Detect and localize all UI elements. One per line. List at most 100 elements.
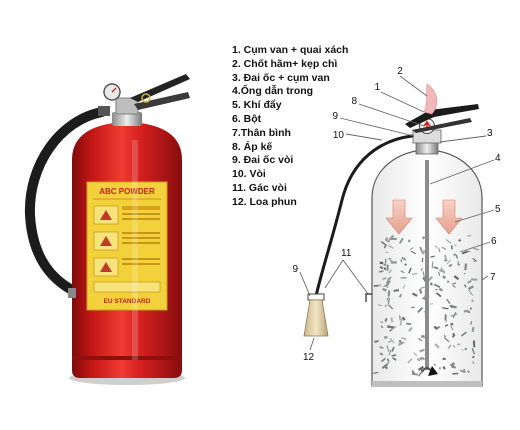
powder-particle [466, 370, 471, 374]
powder-particle [373, 284, 379, 287]
powder-particle [472, 257, 477, 262]
powder-particle [408, 267, 412, 274]
powder-particle [382, 276, 387, 281]
label-standard: EU STANDARD [104, 298, 151, 305]
powder-particle [472, 340, 476, 348]
powder-particle [438, 287, 443, 292]
extinguisher-photo: ABC POWDER EU STANDARD [24, 74, 190, 385]
powder-particle [380, 321, 384, 324]
powder-particle [384, 318, 388, 322]
powder-particle [457, 263, 461, 266]
callout-1: 1 [374, 82, 380, 93]
powder-particle [378, 283, 382, 287]
powder-particle [463, 309, 469, 313]
powder-particle [447, 344, 452, 349]
powder-particle [450, 325, 454, 331]
powder-particle [457, 260, 460, 265]
powder-particle [452, 285, 456, 288]
powder-particle [385, 285, 389, 288]
powder-particle [421, 335, 425, 338]
powder-particle [434, 343, 440, 349]
powder-particle [472, 361, 475, 365]
powder-particle [386, 325, 395, 329]
powder-particle [419, 348, 425, 353]
powder-particle [384, 237, 389, 241]
powder-particle [383, 245, 387, 249]
powder-particle [388, 328, 394, 332]
powder-particle [450, 245, 453, 250]
powder-particle [442, 366, 446, 370]
powder-particle [387, 298, 390, 305]
powder-particle [467, 285, 474, 291]
powder-particle [434, 245, 438, 249]
powder-particle [378, 270, 384, 273]
bottom-lever [134, 92, 190, 110]
valve-block [115, 97, 139, 115]
powder-particle [411, 306, 415, 309]
powder-particle [458, 238, 462, 242]
powder-particle [402, 285, 406, 289]
powder-particle [445, 239, 452, 244]
diagram-hose [314, 134, 414, 298]
powder-particle [452, 311, 457, 319]
powder-particle [429, 303, 433, 305]
inner-tube [425, 160, 429, 370]
powder-particle [386, 298, 390, 302]
powder-particle [452, 372, 459, 375]
callout-5: 5 [495, 204, 501, 215]
powder-particle [419, 246, 424, 254]
powder-particle [398, 237, 404, 245]
powder-particle [446, 298, 451, 304]
powder-particle [387, 244, 394, 249]
powder-particle [433, 325, 439, 330]
powder-particle [443, 334, 446, 338]
powder-particle [448, 263, 453, 268]
powder-particle [429, 282, 433, 286]
powder-particle [441, 246, 447, 250]
powder-particle [393, 325, 397, 329]
powder-particle [438, 248, 441, 253]
powder-particle [374, 339, 379, 343]
powder-particle [387, 297, 390, 300]
nozzle-nut [307, 293, 325, 301]
legend-item: 7.Thân bình [232, 126, 291, 139]
powder-particle [411, 273, 417, 275]
powder-particle [390, 317, 393, 323]
powder-particle [449, 304, 457, 309]
powder-particle [388, 350, 392, 356]
powder-particle [391, 354, 397, 357]
powder-particle [447, 280, 449, 283]
bottom-ring [72, 356, 182, 360]
powder-particle [387, 290, 391, 297]
powder-particle [398, 293, 403, 298]
powder-particle [471, 347, 476, 355]
callout-6: 6 [491, 236, 497, 247]
powder-particle [451, 363, 455, 367]
parts-legend: 1. Cụm van + quai xách 2. Chốt hãm+ kẹp … [232, 44, 348, 210]
powder-particle [379, 261, 384, 265]
powder-particle [379, 352, 384, 356]
cutaway-diagram: 1 2 3 4 5 6 7 8 9 10 11 9 12 [292, 66, 501, 387]
powder-particle [380, 241, 388, 247]
powder-particle [435, 292, 442, 298]
powder-particle [384, 304, 388, 308]
powder-particle [401, 316, 406, 321]
powder-particle [380, 357, 386, 363]
powder-particle [411, 292, 418, 297]
powder-particle [444, 319, 448, 323]
powder-particle [443, 337, 450, 343]
powder-particle [470, 321, 473, 325]
powder-particle [379, 346, 384, 349]
powder-particle [377, 304, 383, 307]
powder-particle [453, 275, 460, 281]
powder-particle [467, 280, 472, 284]
leader-lines [299, 75, 495, 351]
powder-particle [385, 251, 389, 254]
powder-particle [435, 288, 438, 291]
powder-particle [416, 358, 423, 361]
callout-numbers: 1 2 3 4 5 6 7 8 9 10 11 9 12 [292, 66, 501, 363]
powder-particle [391, 346, 395, 352]
powder-particle [471, 299, 475, 303]
powder-particle [421, 236, 426, 240]
